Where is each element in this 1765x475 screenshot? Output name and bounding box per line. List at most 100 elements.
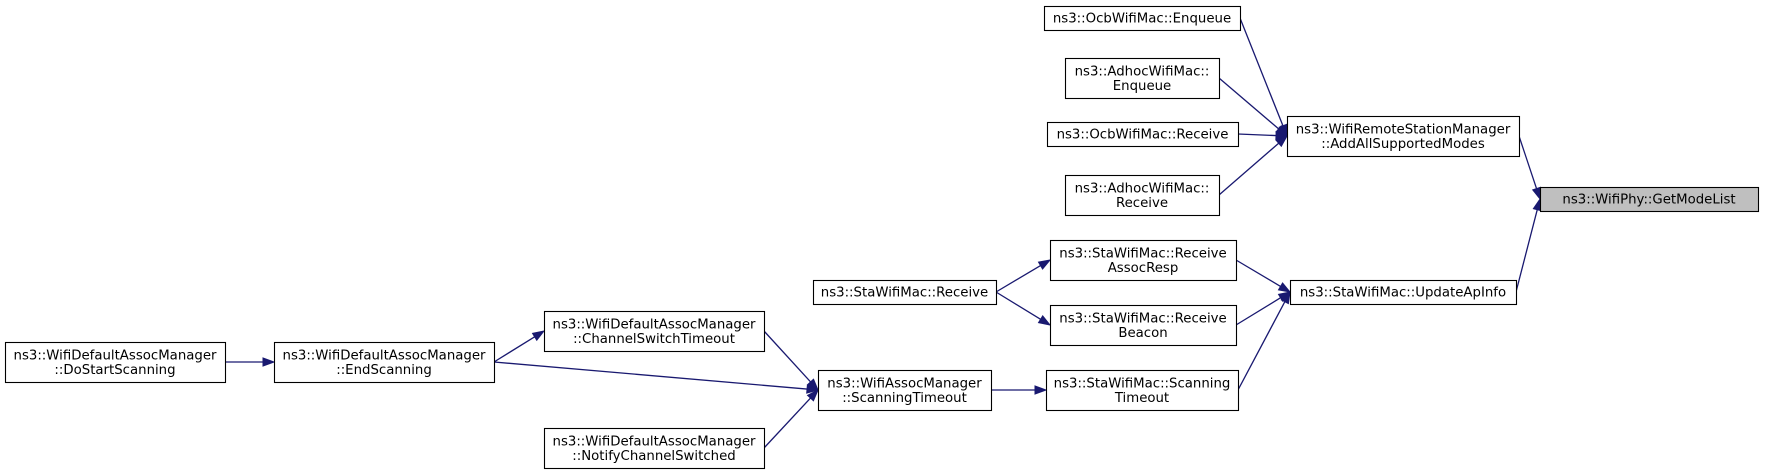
edge-sta-receive-to-sta-receivebeacon [995,291,1052,326]
node-adhoc-enqueue[interactable]: ns3::AdhocWifiMac::Enqueue [1064,57,1221,100]
node-box [1289,279,1518,306]
node-box [543,310,766,353]
arrowhead [806,384,820,394]
edge-wam-scanningtimeout-to-sta-scanningtimeout [991,385,1048,395]
node-getmodelist[interactable]: ns3::WifiPhy::GetModeList [1539,186,1760,213]
edge-adhoc-receive-to-addallsupportedmodes [1218,135,1289,196]
node-label: ns3::WifiAssocManager [827,376,982,391]
edge-line [1239,17,1284,127]
edge-wdam-notifychannelswitched-to-wam-scanningtimeout [763,388,819,449]
edge-ocb-enqueue-to-addallsupportedmodes [1239,17,1288,138]
arrowhead [531,330,546,342]
edge-line [1218,142,1280,196]
node-label: ns3::WifiDefaultAssocManager [553,317,756,332]
node-box [1045,369,1240,412]
node-label: ns3::StaWifiMac::Scanning [1054,376,1231,391]
edge-sta-receiveassocresp-to-updateapinfo [1235,259,1292,293]
edge-wdam-endscanning-to-wam-scanningtimeout [493,361,820,394]
node-label: ns3::AdhocWifiMac:: [1075,181,1210,196]
node-box [1064,57,1221,100]
node-wdam-dostartscanning[interactable]: ns3::WifiDefaultAssocManager::DoStartSca… [4,341,227,384]
arrowhead [806,388,819,402]
node-wdam-endscanning[interactable]: ns3::WifiDefaultAssocManager::EndScannin… [273,341,496,384]
node-label: ns3::OcbWifiMac::Enqueue [1053,12,1231,27]
node-box [812,279,998,306]
edge-line [1237,301,1286,391]
node-box [1049,239,1238,282]
arrowhead [1034,385,1048,395]
node-label: ::AddAllSupportedModes [1321,137,1485,152]
node-label: ::DoStartScanning [54,363,175,378]
edge-line [995,291,1041,320]
node-label: ::EndScanning [336,363,432,378]
edge-updateapinfo-to-getmodelist [1515,197,1542,293]
edge-line [493,336,535,363]
node-box [273,341,496,384]
node-sta-receive[interactable]: ns3::StaWifiMac::Receive [812,279,998,306]
arrowhead [1277,282,1292,293]
node-box [1043,5,1242,32]
edge-line [1515,209,1538,293]
node-label: ns3::WifiDefaultAssocManager [283,348,486,363]
node-label: ::ChannelSwitchTimeout [573,332,735,347]
edge-addallsupportedmodes-to-getmodelist [1518,135,1541,201]
edge-wdam-endscanning-to-wdam-channelswitchtimeout [493,330,546,363]
edge-line [995,265,1041,293]
node-box [1046,121,1240,148]
node-label: ::NotifyChannelSwitched [572,449,735,464]
node-addallsupportedmodes[interactable]: ns3::WifiRemoteStationManager::AddAllSup… [1286,115,1521,158]
nodes-layer: ns3::WifiPhy::GetModeList ns3::WifiRemote… [4,5,1760,470]
edge-line [1235,297,1281,326]
node-label: ns3::StaWifiMac::Receive [1059,246,1226,261]
node-sta-scanningtimeout[interactable]: ns3::StaWifiMac::ScanningTimeout [1045,369,1240,412]
node-label: ns3::StaWifiMac::Receive [821,286,988,301]
node-wdam-notifychannelswitched[interactable]: ns3::WifiDefaultAssocManager::NotifyChan… [543,427,766,470]
node-ocb-enqueue[interactable]: ns3::OcbWifiMac::Enqueue [1043,5,1242,32]
node-label: ns3::StaWifiMac::UpdateApInfo [1300,286,1506,301]
node-adhoc-receive[interactable]: ns3::AdhocWifiMac::Receive [1064,174,1221,217]
node-label: ns3::WifiPhy::GetModeList [1562,193,1735,208]
node-box [1064,174,1221,217]
node-ocb-receive[interactable]: ns3::OcbWifiMac::Receive [1046,121,1240,148]
edge-sta-receive-to-sta-receiveassocresp [995,259,1052,293]
node-label: ns3::StaWifiMac::Receive [1059,311,1226,326]
node-label: Beacon [1118,326,1167,341]
node-label: Receive [1116,196,1168,211]
node-box [1049,304,1238,347]
edge-line [1218,77,1280,130]
node-box [4,341,227,384]
node-label: ns3::AdhocWifiMac:: [1075,64,1210,79]
node-updateapinfo[interactable]: ns3::StaWifiMac::UpdateApInfo [1289,279,1518,306]
arrowhead [1037,314,1052,326]
node-label: ::ScanningTimeout [842,391,967,406]
arrowhead [1280,290,1291,305]
node-box [543,427,766,470]
node-wam-scanningtimeout[interactable]: ns3::WifiAssocManager::ScanningTimeout [817,369,993,412]
arrowhead [1275,135,1289,148]
node-label: ns3::WifiRemoteStationManager [1296,122,1511,137]
node-box [817,369,993,412]
node-label: ns3::OcbWifiMac::Receive [1057,128,1229,143]
node-label: ns3::WifiDefaultAssocManager [14,348,217,363]
edges-layer [225,17,1542,449]
arrowhead [1037,259,1052,270]
edge-line [1237,133,1277,137]
node-box [1539,186,1760,213]
node-label: AssocResp [1108,261,1179,276]
edge-line [1235,259,1281,287]
arrowhead [262,357,276,367]
edge-line [493,361,808,390]
arrowhead [1531,186,1541,201]
node-label: Timeout [1114,391,1169,406]
edge-line [763,397,811,449]
edge-sta-scanningtimeout-to-updateapinfo [1237,290,1291,391]
node-label: Enqueue [1113,79,1172,94]
edge-wdam-dostartscanning-to-wdam-endscanning [225,357,276,367]
edge-line [763,330,812,383]
edge-wdam-channelswitchtimeout-to-wam-scanningtimeout [763,330,819,392]
node-label: ns3::WifiDefaultAssocManager [553,434,756,449]
node-wdam-channelswitchtimeout[interactable]: ns3::WifiDefaultAssocManager::ChannelSwi… [543,310,766,353]
